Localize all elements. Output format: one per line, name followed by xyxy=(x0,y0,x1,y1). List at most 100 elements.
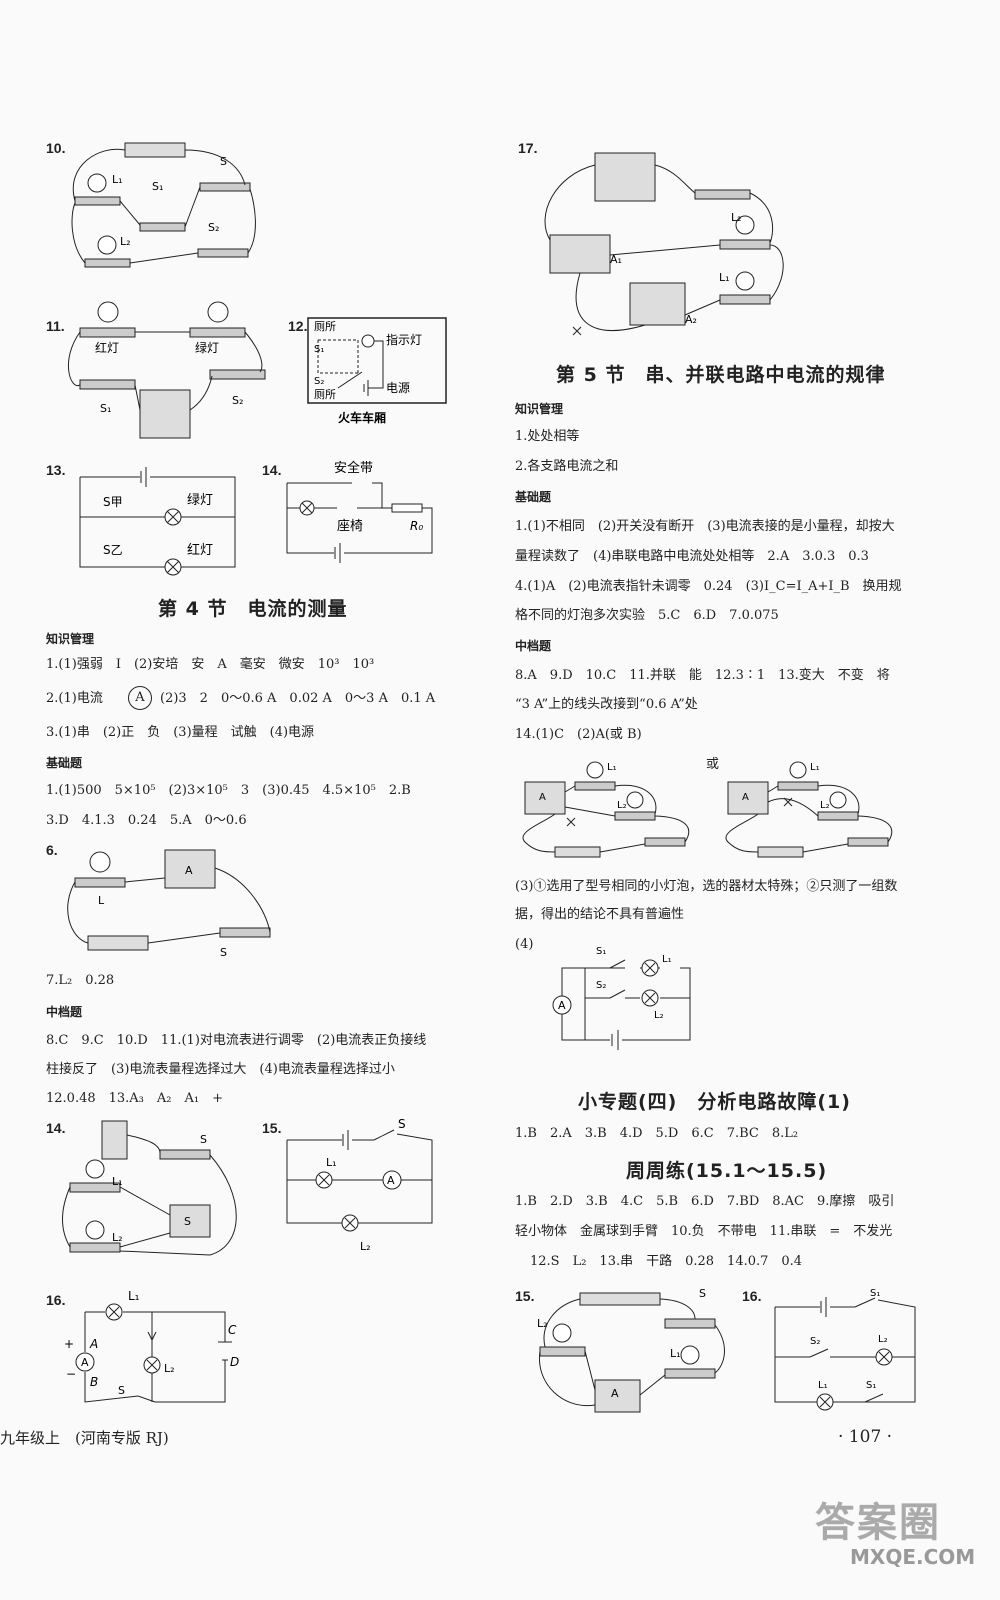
question-number: 17. xyxy=(518,140,538,156)
svg-text:A: A xyxy=(742,792,749,803)
svg-text:S₁: S₁ xyxy=(314,344,324,355)
question-number: 12. xyxy=(288,318,308,334)
svg-text:L₂: L₂ xyxy=(731,211,742,224)
answer-line: 1.B 2.D 3.B 4.C 5.B 6.D 7.BD 8.AC 9.摩擦 吸… xyxy=(515,1194,895,1209)
answer-line: (3)①选用了型号相同的小灯泡，选的器材太特殊；②只测了一组数 xyxy=(515,879,898,894)
subheading: 中档题 xyxy=(46,1005,83,1019)
svg-text:厕所: 厕所 xyxy=(314,320,336,333)
svg-text:L₂: L₂ xyxy=(112,1231,123,1244)
svg-text:L₁: L₁ xyxy=(662,954,672,965)
svg-text:S₂: S₂ xyxy=(208,221,219,234)
answer-line: 1.(1)不相同 (2)开关没有断开 (3)电流表接的是小量程，却按大 xyxy=(515,519,895,534)
svg-text:L₁: L₁ xyxy=(818,1380,828,1391)
svg-text:S: S xyxy=(398,1117,406,1131)
svg-text:S: S xyxy=(699,1287,706,1300)
svg-text:L₂: L₂ xyxy=(537,1317,548,1330)
question-number: 6. xyxy=(46,842,58,858)
circuit-figure-q14-ammeter: S L₁ S L₂ xyxy=(62,1120,237,1256)
answer-line: 14.(1)C (2)A(或 B) xyxy=(515,727,642,742)
svg-text:R₀: R₀ xyxy=(410,519,423,533)
svg-text:L₁: L₁ xyxy=(112,173,123,186)
svg-text:L₁: L₁ xyxy=(670,1347,681,1360)
svg-text:A: A xyxy=(539,792,546,803)
svg-text:L₂: L₂ xyxy=(654,1010,664,1021)
svg-text:S: S xyxy=(220,155,227,168)
svg-text:L₂: L₂ xyxy=(120,235,131,248)
svg-text:L₂: L₂ xyxy=(820,800,830,811)
answer-line: “3 A”上的线头改接到“0.6 A”处 xyxy=(515,697,698,712)
svg-text:S₁: S₁ xyxy=(596,946,606,957)
question-number: 14. xyxy=(46,1120,66,1136)
svg-text:指示灯: 指示灯 xyxy=(386,332,422,347)
svg-text:L: L xyxy=(98,894,105,907)
answer-line: 3.(1)串 (2)正 负 (3)量程 试触 (4)电源 xyxy=(46,725,315,740)
subheading: 知识管理 xyxy=(46,632,95,646)
answer-line: 3.D 4.1.3 0.24 5.A 0～0.6 xyxy=(46,813,247,828)
answer-line: 7.L₂ 0.28 xyxy=(46,973,115,988)
answer-line: 1.B 2.A 3.B 4.D 5.D 6.C 7.BC 8.L₂ xyxy=(515,1126,799,1141)
svg-text:D: D xyxy=(230,1355,239,1369)
svg-text:S乙: S乙 xyxy=(103,543,123,557)
svg-text:L₂: L₂ xyxy=(360,1240,371,1253)
footer-grade: 九年级上 (河南专版 RJ) xyxy=(0,1429,169,1447)
svg-text:A: A xyxy=(81,1356,89,1369)
svg-text:绿灯: 绿灯 xyxy=(195,340,219,355)
circuit-figure-q15: S L₁ A L₂ xyxy=(286,1117,433,1253)
svg-text:A₂: A₂ xyxy=(685,313,697,326)
svg-text:L₁: L₁ xyxy=(719,271,730,284)
or-text: 或 xyxy=(706,757,720,772)
circuit-figure-q13: S甲 绿灯 S乙 红灯 xyxy=(79,467,236,576)
svg-text:C: C xyxy=(228,1323,237,1337)
section-title: 第 4 节 电流的测量 xyxy=(158,598,348,620)
svg-text:S₁: S₁ xyxy=(100,402,111,415)
answer-line: 2.(1)电流 xyxy=(46,691,103,706)
circuit-figure-q10: S L₁ S₁ S₂ L₂ xyxy=(71,142,256,268)
circuit-figure-q14: 安全带 座椅 R₀ xyxy=(286,460,433,563)
svg-text:+: + xyxy=(64,1337,74,1351)
subheading: 知识管理 xyxy=(515,402,564,416)
circuit-figure-q6: L A S xyxy=(67,849,271,959)
svg-text:电源: 电源 xyxy=(386,381,410,395)
question-number: 16. xyxy=(742,1288,762,1304)
circuit-figure-q14-option1: L₁ L₂ A xyxy=(522,761,690,858)
circuit-figure-q16: A L₁ L₂ A B + − C D S xyxy=(64,1289,239,1403)
question-number: 15. xyxy=(515,1288,535,1304)
svg-text:红灯: 红灯 xyxy=(95,340,119,355)
svg-text:−: − xyxy=(66,1367,76,1381)
svg-text:L₁: L₁ xyxy=(112,1175,123,1188)
answer-line: 1.(1)强弱 I (2)安培 安 A 毫安 微安 10³ 10³ xyxy=(46,657,375,672)
section-title: 周周练(15.1～15.5) xyxy=(626,1160,828,1182)
svg-text:座椅: 座椅 xyxy=(337,519,363,534)
answer-line: (4) xyxy=(515,937,534,952)
answer-line: 12.0.48 13.A₃ A₂ A₁ + xyxy=(46,1091,223,1106)
page-number: · 107 · xyxy=(838,1427,893,1447)
question-number: 11. xyxy=(46,318,65,334)
circuit-figure-q12: 厕所 S₁ 指示灯 S₂ 厕所 电源 火车车厢 xyxy=(307,317,447,425)
svg-text:S₂: S₂ xyxy=(810,1336,820,1347)
ammeter-symbol: A xyxy=(128,686,152,710)
svg-text:S: S xyxy=(220,946,227,959)
circuit-figure-q14-option2: L₁ L₂ A xyxy=(725,761,893,858)
svg-text:S₂: S₂ xyxy=(314,376,324,387)
svg-text:A: A xyxy=(185,864,193,877)
answer-line: 2.各支路电流之和 xyxy=(515,459,619,474)
answer-line: 8.C 9.C 10.D 11.(1)对电流表进行调零 (2)电流表正负接线 xyxy=(46,1033,427,1048)
svg-text:L₁: L₁ xyxy=(326,1156,337,1169)
svg-text:S₁: S₁ xyxy=(870,1288,880,1299)
subheading: 基础题 xyxy=(515,490,552,504)
watermark-url: MXQE.COM xyxy=(850,1545,976,1569)
answer-line: 据，得出的结论不具有普遍性 xyxy=(515,907,685,922)
svg-text:L₂: L₂ xyxy=(878,1334,888,1345)
circuit-figure-q11: 红灯 绿灯 S₁ S₂ xyxy=(67,301,266,439)
answer-line: (2)3 2 0～0.6 A 0.02 A 0～3 A 0.1 A xyxy=(160,691,436,706)
section-title: 第 5 节 串、并联电路中电流的规律 xyxy=(556,364,886,386)
svg-text:L₂: L₂ xyxy=(164,1362,175,1375)
svg-text:L₁: L₁ xyxy=(810,762,820,773)
subheading: 基础题 xyxy=(46,756,83,770)
question-number: 15. xyxy=(262,1120,282,1136)
question-number: 10. xyxy=(46,140,66,156)
answer-line: 4.(1)A (2)电流表指针未调零 0.24 (3)I_C=I_A+I_B 换… xyxy=(515,579,902,594)
section-title: 小专题(四) 分析电路故障(1) xyxy=(578,1091,851,1113)
svg-text:绿灯: 绿灯 xyxy=(187,493,213,508)
svg-text:S₂: S₂ xyxy=(596,980,606,991)
